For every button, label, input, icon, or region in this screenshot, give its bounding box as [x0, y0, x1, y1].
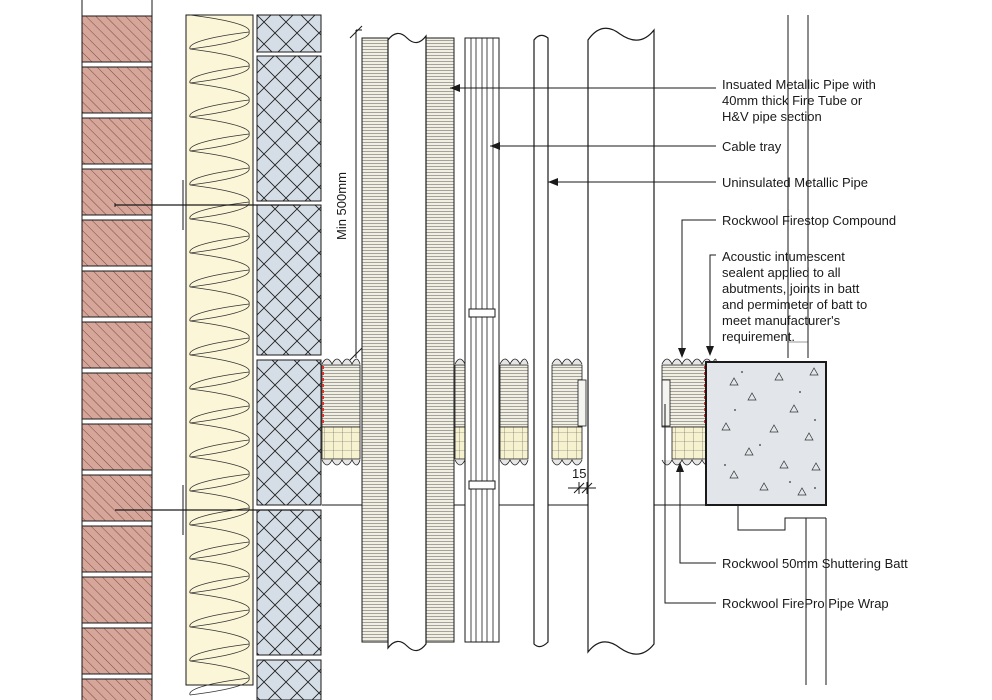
- callout-insulated-pipe-line-2: 40mm thick Fire Tube or: [722, 93, 863, 108]
- callout-cable-tray: Cable tray: [722, 139, 782, 154]
- brick-course: [81, 474, 153, 522]
- board-block: [256, 659, 322, 700]
- brick-course: [81, 678, 153, 700]
- board-block: [256, 359, 322, 506]
- brick-course: [81, 66, 153, 114]
- dimension-gap-15: 15: [568, 466, 596, 494]
- callout-pipe-wrap: Rockwool FirePro Pipe Wrap: [722, 596, 889, 611]
- brick-course: [81, 168, 153, 216]
- callout-acoustic-sealant-line-4: and permimeter of batt to: [722, 297, 867, 312]
- callout-insulated-pipe-line-1: Insuated Metallic Pipe with: [722, 77, 876, 92]
- uninsulated-metallic-pipe: [533, 34, 549, 648]
- brick-course: [81, 576, 153, 624]
- cavity-insulation: [185, 14, 254, 696]
- brick-leaf: [81, 0, 153, 700]
- callout-acoustic-sealant-line-2: sealent applied to all: [722, 265, 841, 280]
- board-block: [256, 204, 322, 356]
- callout-acoustic-sealant-line-3: abutments, joints in batt: [722, 281, 860, 296]
- large-pipe: [587, 27, 655, 655]
- insulated-metallic-pipe: [361, 32, 455, 652]
- board-block: [256, 14, 322, 53]
- brick-course: [81, 15, 153, 63]
- callout-shuttering-batt: Rockwool 50mm Shuttering Batt: [722, 556, 908, 571]
- brick-course: [81, 627, 153, 675]
- cable-tray: [464, 37, 500, 643]
- dimension-min-500-label: Min 500mm: [334, 172, 349, 240]
- brick-course: [81, 321, 153, 369]
- brick-course: [81, 525, 153, 573]
- callout-firestop-compound: Rockwool Firestop Compound: [722, 213, 896, 228]
- brick-course: [81, 423, 153, 471]
- brick-course: [81, 270, 153, 318]
- board-leaf: [256, 14, 322, 700]
- callout-uninsulated-pipe: Uninsulated Metallic Pipe: [722, 175, 868, 190]
- brick-course: [81, 372, 153, 420]
- board-block: [256, 509, 322, 656]
- callout-acoustic-sealant-line-6: requirement.: [722, 329, 795, 344]
- dimension-gap-label: 15: [572, 466, 586, 481]
- callout-insulated-pipe-line-3: H&V pipe section: [722, 109, 822, 124]
- wall-ties: [114, 180, 300, 535]
- brick-course: [81, 117, 153, 165]
- callout-acoustic-sealant-line-1: Acoustic intumescent: [722, 249, 845, 264]
- callout-acoustic-sealant: Acoustic intumescent sealent applied to …: [722, 249, 867, 344]
- board-block: [256, 55, 322, 202]
- dimension-min-500: Min 500mm: [334, 25, 363, 361]
- callout-acoustic-sealant-line-5: meet manufacturer's: [722, 313, 841, 328]
- leader-lines: [450, 84, 716, 604]
- brick-course: [81, 219, 153, 267]
- callout-insulated-pipe: Insuated Metallic Pipe with 40mm thick F…: [722, 77, 876, 124]
